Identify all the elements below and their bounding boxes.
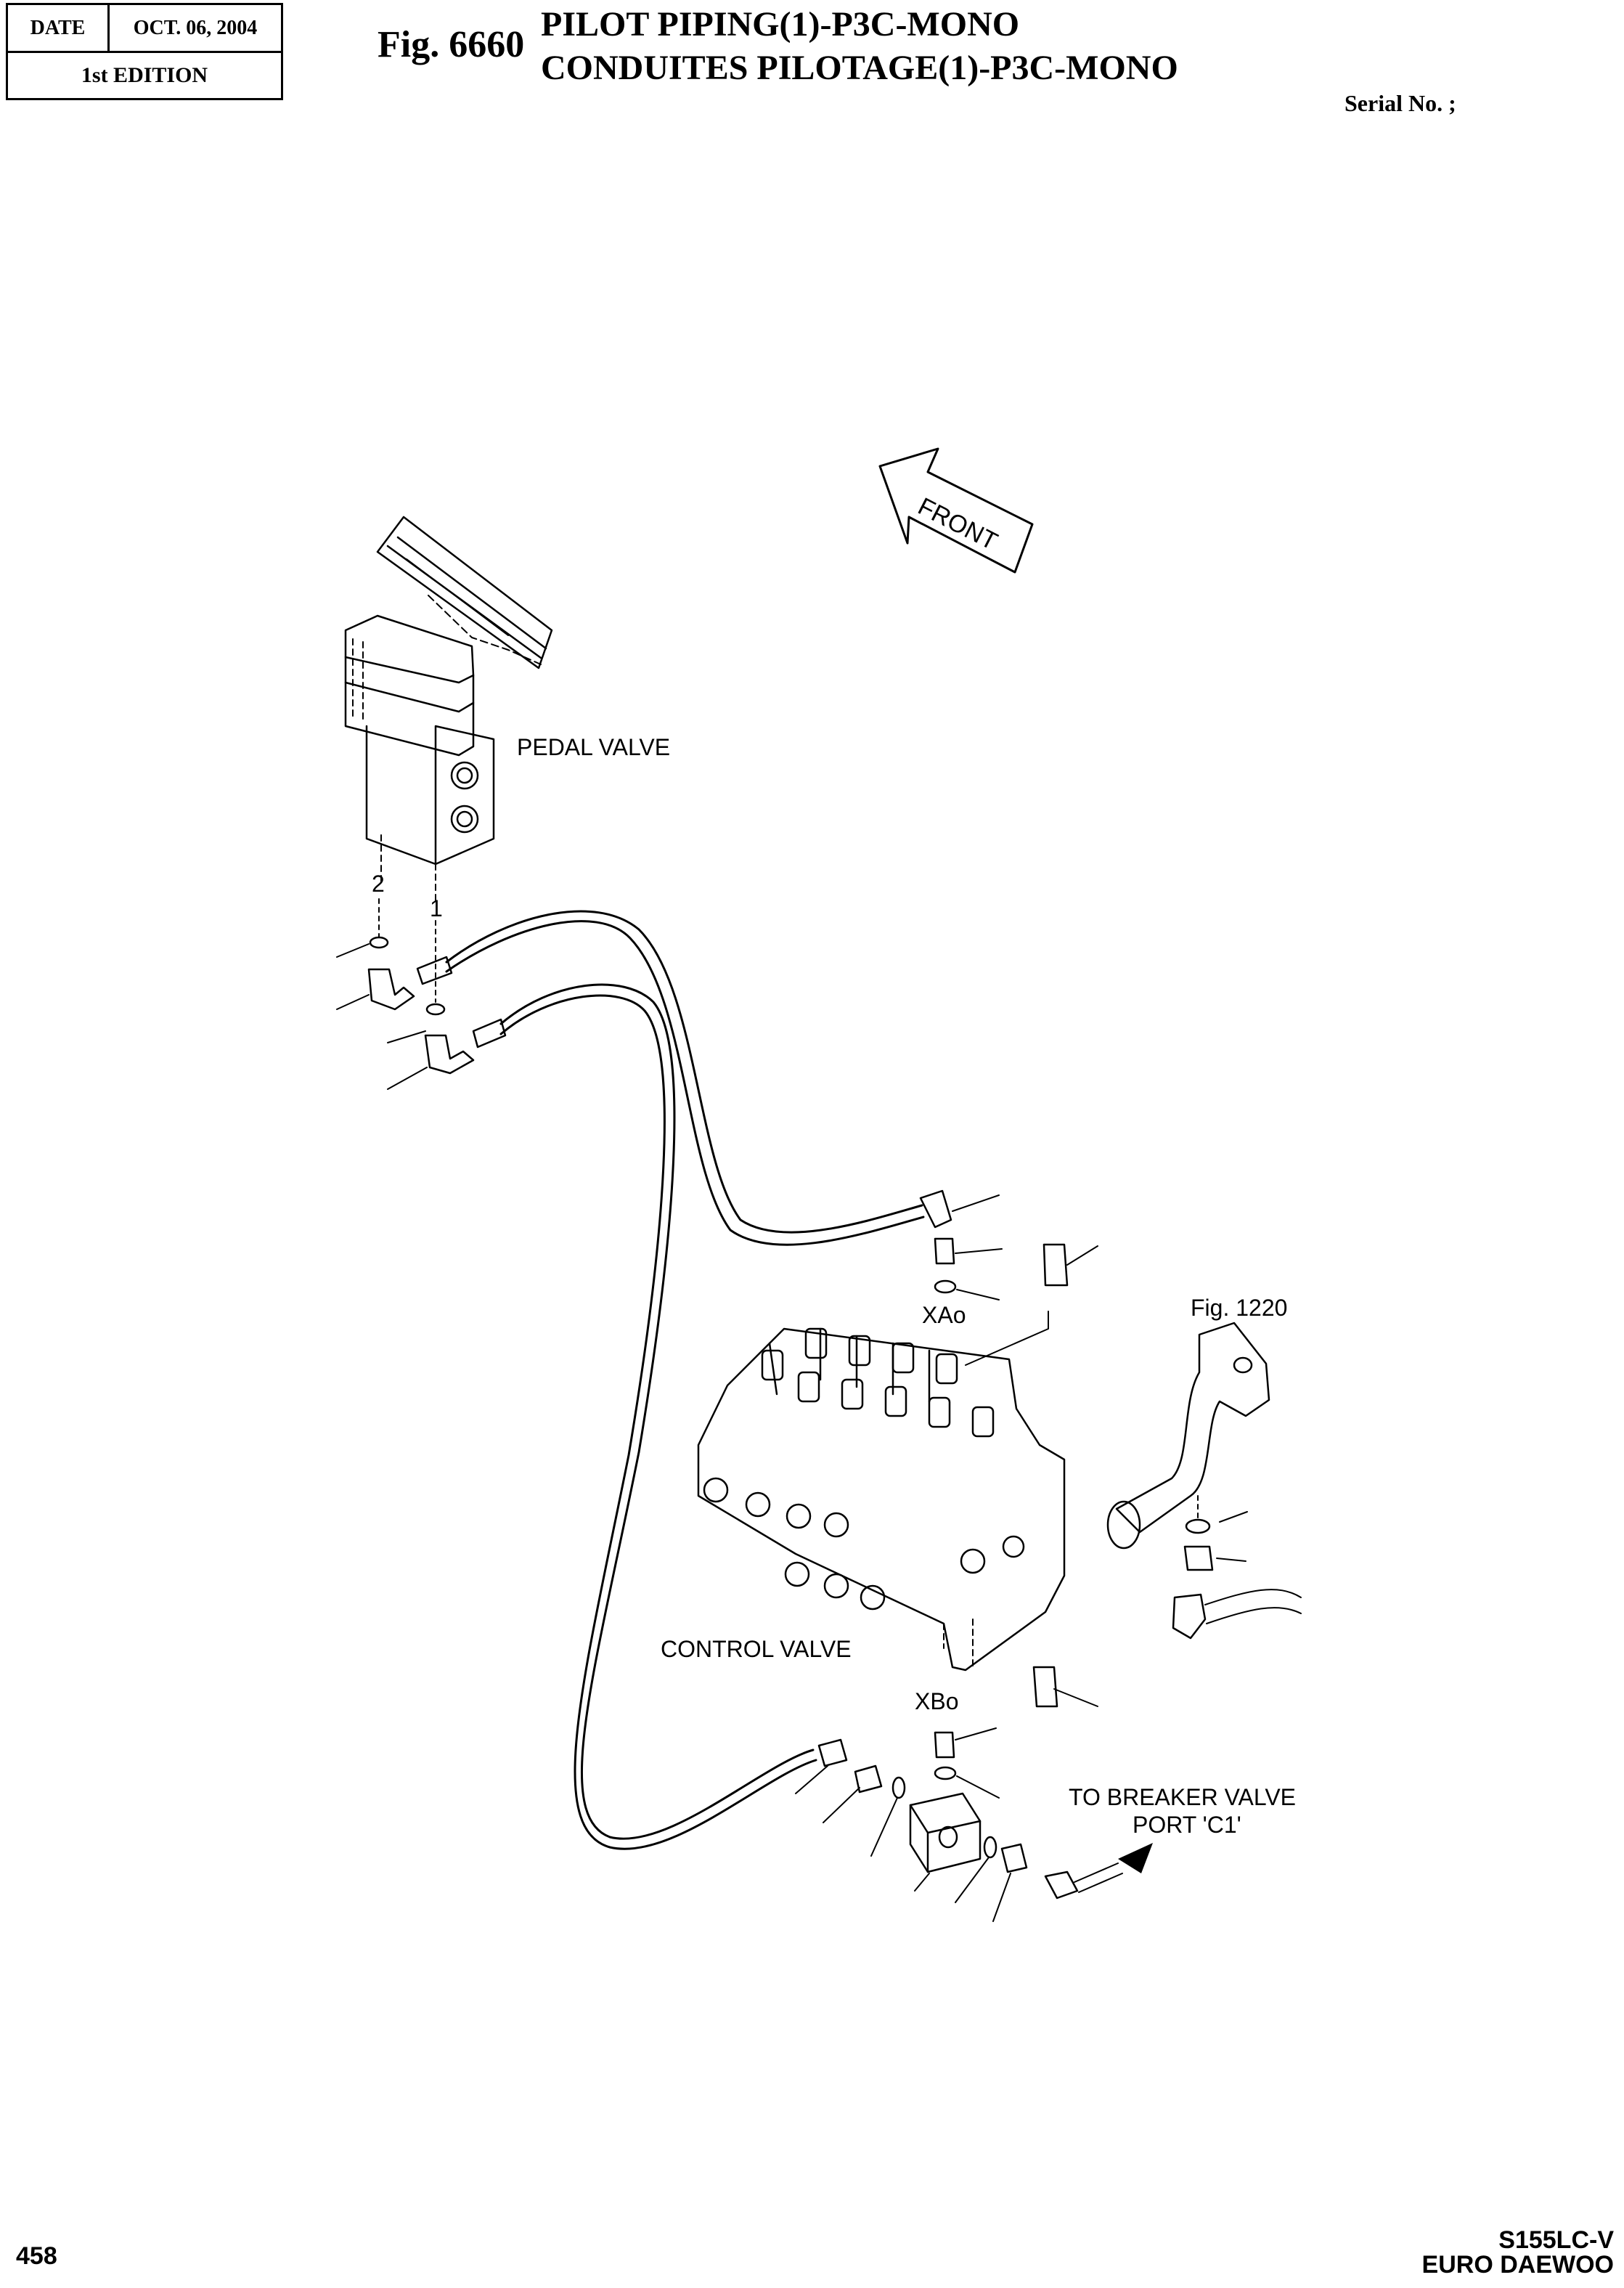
model-name: S155LC-V xyxy=(1498,2226,1614,2254)
fig-ref-label: Fig. 1220 xyxy=(1191,1295,1287,1321)
page-title-en: PILOT PIPING(1)-P3C-MONO xyxy=(541,5,1020,44)
figure-number: Fig. 6660 xyxy=(378,24,525,65)
date-edition-box: DATE OCT. 06, 2004 1st EDITION xyxy=(6,3,283,100)
brand-name: EURO DAEWOO xyxy=(1421,2251,1614,2279)
control-valve-drawing: CONTROL VALVE xyxy=(661,1327,1066,1672)
pedal-valve-drawing: PEDAL VALVE 2 1 xyxy=(344,516,670,921)
control-valve-label: CONTROL VALVE xyxy=(661,1636,852,1662)
breaker-label-line2: PORT 'C1' xyxy=(1133,1812,1241,1838)
page-title-fr: CONDUITES PILOTAGE(1)-P3C-MONO xyxy=(541,49,1178,87)
port-2-label: 2 xyxy=(372,871,385,897)
port-xbo-label: XBo xyxy=(915,1688,958,1714)
serial-number-label: Serial No. ; xyxy=(1345,90,1456,116)
page-number: 458 xyxy=(16,2242,57,2270)
pilot-hoses xyxy=(445,910,925,1850)
xao-fittings: XAo xyxy=(919,1189,1098,1366)
model-brand: S155LC-V EURO DAEWOO xyxy=(1422,2228,1614,2277)
date-value: OCT. 06, 2004 xyxy=(133,16,258,39)
pedal-fittings xyxy=(336,898,507,1090)
pedal-valve-label: PEDAL VALVE xyxy=(517,734,670,760)
port-1-label: 1 xyxy=(430,895,443,921)
date-label: DATE xyxy=(8,5,110,51)
front-arrow: FRONT xyxy=(878,447,1034,574)
date-row: DATE OCT. 06, 2004 xyxy=(8,5,281,53)
breaker-label-line1: TO BREAKER VALVE xyxy=(1069,1784,1296,1810)
edition-label: 1st EDITION xyxy=(81,63,208,87)
xbo-fittings: XBo TO BREAKER VALVE PORT 'C1' xyxy=(795,1666,1296,1922)
port-xao-label: XAo xyxy=(922,1302,966,1328)
fig-1220-pipe: Fig. 1220 xyxy=(1106,1295,1302,1640)
